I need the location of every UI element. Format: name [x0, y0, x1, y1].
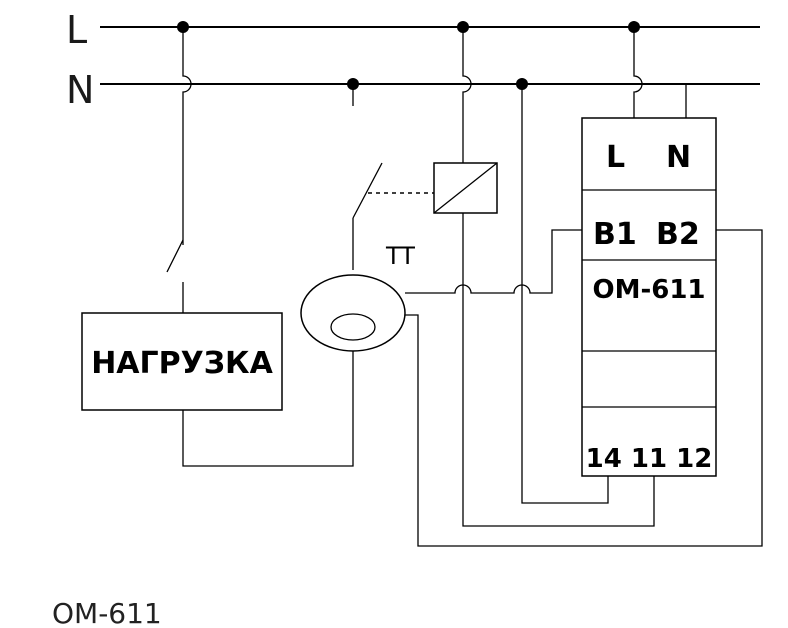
load-label: НАГРУЗКА	[91, 346, 273, 381]
current-transformer	[300, 274, 406, 352]
om611-device	[581, 117, 717, 477]
device-model-label: OM-611	[592, 275, 705, 305]
diagram-caption: OM-611	[52, 597, 162, 628]
load-switch-blade	[166, 239, 184, 273]
ct-inner-ring	[330, 313, 376, 341]
ct-to-b1-wire	[405, 229, 600, 294]
load-feed-wire	[182, 27, 192, 245]
ct-to-b2-wire	[405, 229, 763, 547]
device-l-wire	[633, 27, 643, 118]
ct-label: TT	[385, 242, 415, 270]
load-return-wire	[182, 330, 354, 467]
load-box	[81, 312, 283, 411]
line-n-label: N	[66, 68, 94, 112]
device-terminal-n: N	[666, 140, 691, 175]
device-terminal-b2: B2	[656, 217, 700, 252]
line-l-label: L	[66, 8, 87, 52]
neutral-to-14-wire	[521, 84, 609, 504]
device-contacts-label: 14 11 12	[586, 444, 713, 474]
coil-feed-wire	[462, 27, 472, 163]
main-switch-blade	[352, 162, 383, 219]
relay-coil-diagonal	[433, 162, 498, 214]
device-terminal-b1: B1	[593, 217, 637, 252]
device-terminal-l: L	[606, 140, 625, 175]
coil-to-11-wire	[462, 213, 655, 527]
